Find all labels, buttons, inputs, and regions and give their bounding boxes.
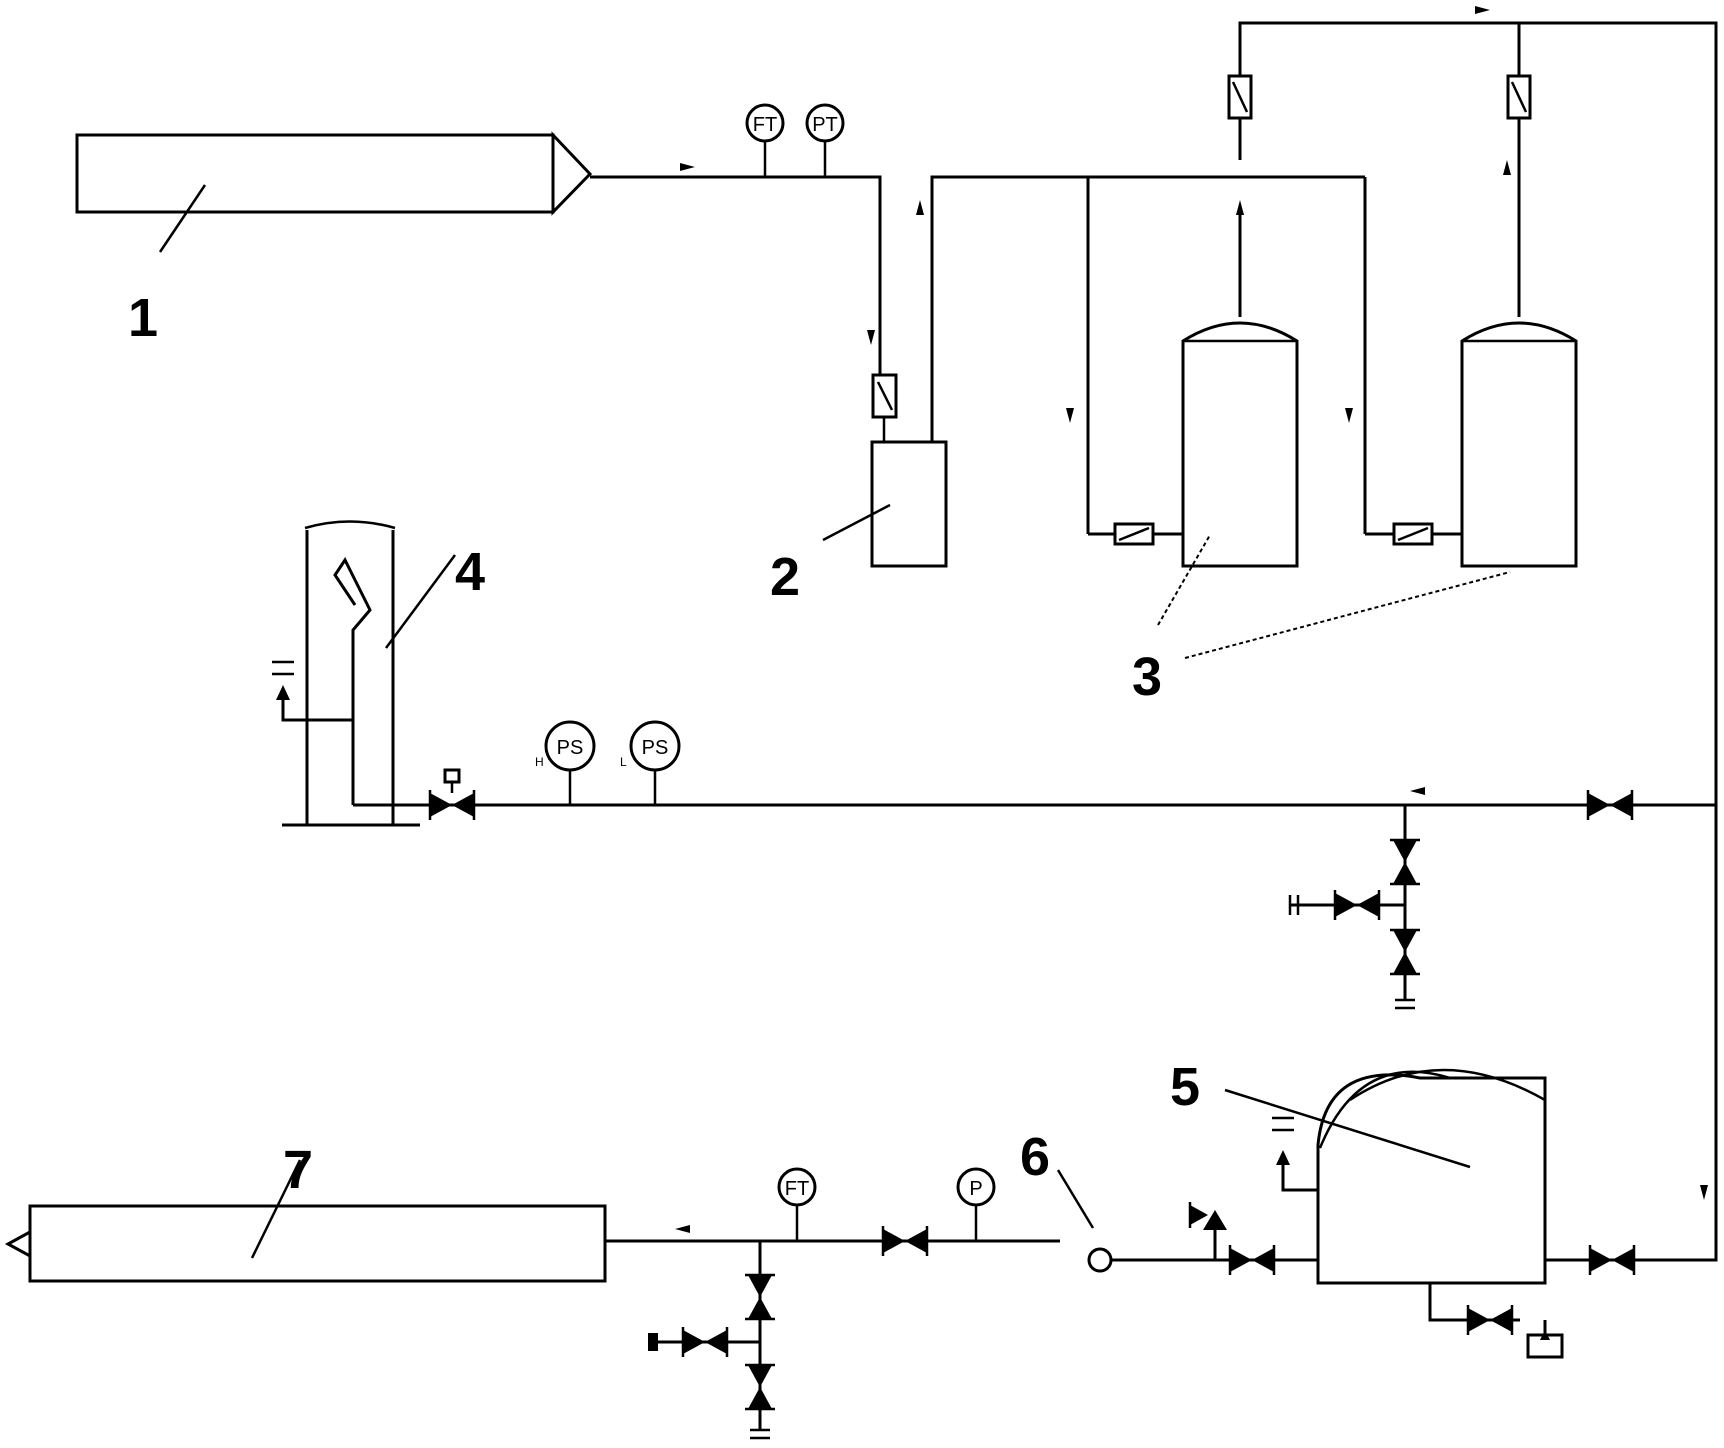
- equipment-3-column-left: [1088, 200, 1299, 568]
- valve-outlet: [881, 1226, 929, 1256]
- label-5: 5: [1170, 1057, 1200, 1117]
- flow-arrow-left-middle: [1410, 787, 1425, 795]
- label-6: 6: [1020, 1127, 1050, 1187]
- flow-arrow-top-right: [1475, 6, 1490, 14]
- label-2: 2: [770, 547, 800, 607]
- flow-transmitter-top: FT: [745, 103, 785, 177]
- valve-middle-right: [1586, 790, 1634, 820]
- svg-text:PS: PS: [642, 737, 669, 759]
- svg-text:PS: PS: [557, 737, 584, 759]
- flow-arrow-up-left-column: [1236, 200, 1244, 215]
- distribution-header: [916, 175, 1367, 534]
- label-2-leader: [822, 503, 891, 542]
- flow-arrow-down-right-column: [1345, 408, 1353, 423]
- svg-text:FT: FT: [785, 1178, 809, 1200]
- label-1-leader: [158, 184, 207, 253]
- equipment-7-tank: 7: [4, 1140, 607, 1283]
- pressure-switch-high: PS H: [535, 720, 596, 805]
- flow-arrow-up: [916, 200, 924, 215]
- flow-arrow-down-left-column: [1066, 408, 1074, 423]
- label-4: 4: [455, 542, 485, 602]
- flow-arrow-left-bottom: [675, 1225, 690, 1233]
- label-3: 3: [1132, 647, 1162, 707]
- safety-valve: [1188, 1202, 1227, 1260]
- label-3-leader-left: [1157, 534, 1211, 626]
- equipment-6-pump: 6: [1020, 1127, 1113, 1273]
- label-4-leader: [384, 554, 457, 649]
- label-3-group: 3: [1132, 534, 1511, 707]
- flow-arrow-down-right-edge: [1700, 1185, 1708, 1200]
- tank-5-inlet: [1545, 1245, 1716, 1275]
- equipment-2-vessel: 2: [770, 440, 948, 607]
- equipment-3-column-right: [1365, 118, 1578, 568]
- svg-text:H: H: [535, 755, 544, 769]
- check-valve-unit-2: [871, 373, 898, 442]
- flow-arrow-right: [680, 163, 695, 171]
- feed-line-top: FT PT: [590, 103, 898, 442]
- equipment-5-tank: 5: [1170, 1057, 1564, 1359]
- equipment-4-vent: 4: [272, 520, 485, 827]
- middle-line: PS L PS H: [420, 720, 1716, 1010]
- solenoid-valve-4: [428, 768, 476, 820]
- label-7: 7: [283, 1140, 313, 1200]
- drain-branch-middle: [1288, 805, 1420, 1010]
- flow-arrow-up-right-column: [1503, 160, 1511, 175]
- label-6-leader: [1056, 1169, 1095, 1229]
- label-5-leader: [1224, 1088, 1471, 1169]
- svg-text:L: L: [620, 755, 627, 769]
- equipment-1-tank: 1: [75, 131, 593, 348]
- svg-text:FT: FT: [753, 114, 777, 136]
- flow-transmitter-bottom: FT: [777, 1167, 817, 1241]
- tank-1-head: [551, 131, 593, 216]
- svg-text:PT: PT: [812, 114, 838, 136]
- flow-arrow-down: [867, 330, 875, 345]
- label-7-leader: [250, 1159, 302, 1259]
- pressure-switch-low: PS L: [620, 720, 681, 805]
- pressure-transmitter-top: PT: [805, 103, 845, 177]
- svg-text:P: P: [969, 1178, 982, 1200]
- pressure-gauge-bottom: P: [956, 1167, 996, 1241]
- tank-7-head: [4, 1229, 32, 1259]
- drain-branch-bottom: [648, 1241, 775, 1440]
- label-1: 1: [128, 288, 158, 348]
- label-3-leader-right: [1184, 571, 1511, 659]
- outlet-line: 6 P FT: [605, 1127, 1318, 1440]
